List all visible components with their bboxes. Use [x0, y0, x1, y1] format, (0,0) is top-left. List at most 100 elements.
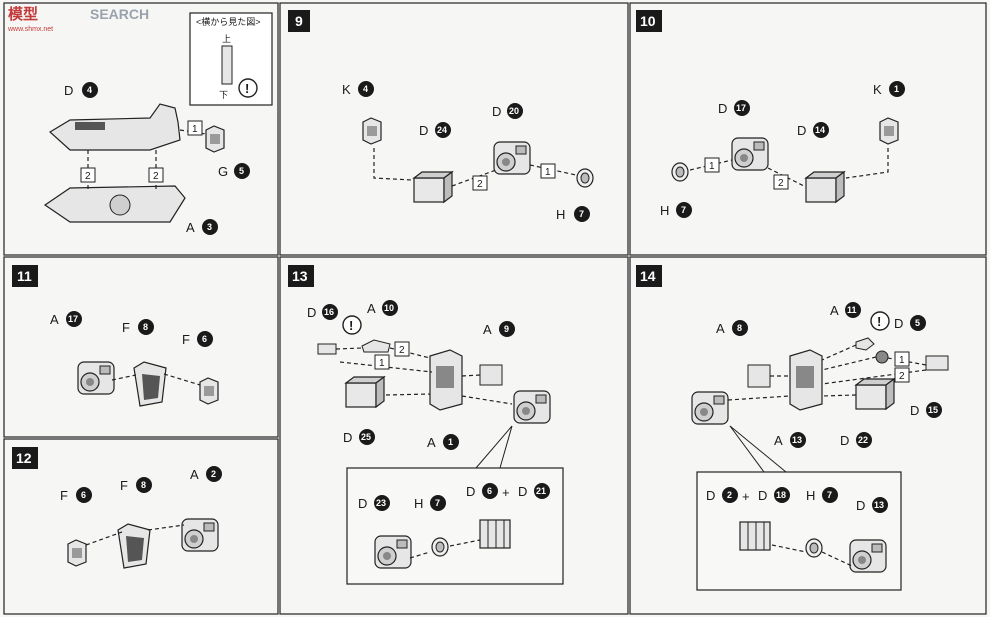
panel-step-8 [3, 2, 279, 256]
step-9: 9 2 1 K 4 D 24 D 20 H 7 [288, 10, 594, 222]
part-number: 8 [141, 480, 146, 490]
label-letter: A [830, 303, 839, 318]
part-d25 [345, 376, 385, 408]
part-number: 18 [776, 490, 786, 500]
seq-2-left-text: 2 [85, 171, 91, 182]
part-d5 [875, 350, 889, 364]
part-number-badge [774, 487, 790, 503]
part-d14 [805, 171, 845, 203]
part-number-badge [382, 300, 398, 316]
part-number: 4 [87, 85, 92, 95]
label-letter: F [120, 478, 128, 493]
part-number-badge [872, 497, 888, 513]
label-letter: H [414, 496, 423, 511]
part-number-badge [322, 304, 338, 320]
part-engine [691, 391, 729, 425]
part-k1 [879, 117, 899, 145]
step-number-badge [636, 10, 662, 32]
part-number: 13 [792, 435, 802, 445]
part-h7 [576, 168, 594, 188]
step-number-badge [12, 447, 38, 469]
label-letter: D [358, 496, 367, 511]
part-f8 [117, 523, 151, 569]
label-letter: D [466, 484, 475, 499]
part-a8 [747, 364, 771, 388]
seq-box [894, 367, 910, 383]
part-number-badge [435, 122, 451, 138]
step-10: 10 1 2 D 17 K 1 D 14 H 7 [636, 10, 905, 218]
seq-box [472, 175, 488, 191]
panel-step-10 [629, 2, 987, 256]
part-d23 [374, 535, 412, 569]
part-d16 [317, 343, 337, 355]
part-number-badge [206, 466, 222, 482]
watermark-brand: 模型 [8, 5, 38, 23]
label-letter: D [910, 403, 919, 418]
seq-text: 1 [545, 167, 551, 178]
part-number: 13 [874, 500, 884, 510]
part-number-badge [234, 163, 250, 179]
part-d15 [925, 355, 949, 371]
part-number-badge [889, 81, 905, 97]
label-letter: D [64, 83, 73, 98]
part-number: 7 [827, 490, 832, 500]
seq-text: 1 [379, 358, 385, 369]
part-number: 6 [202, 334, 207, 344]
part-f6 [67, 539, 87, 567]
part-number-badge [499, 321, 515, 337]
part-number-badge [138, 319, 154, 335]
seq-box [704, 157, 720, 173]
hull-vent [75, 122, 105, 130]
hull-upper-d4 [48, 103, 181, 151]
part-number: 8 [143, 322, 148, 332]
part-number: 4 [363, 84, 368, 94]
part-number-badge [910, 315, 926, 331]
part-number: 1 [894, 84, 899, 94]
plus-sign: + [742, 489, 750, 504]
callout-line [499, 425, 513, 469]
part-number-badge [197, 331, 213, 347]
caution-icon [238, 78, 258, 98]
part-number: 25 [361, 432, 371, 442]
caution-icon [870, 311, 890, 331]
seq-box [374, 354, 390, 370]
part-h7 [805, 538, 823, 558]
step-number-badge [636, 265, 662, 287]
label-letter: A [50, 312, 59, 327]
part-number-badge [374, 495, 390, 511]
seq-text: 2 [899, 371, 905, 382]
part-d22 [855, 378, 895, 410]
plus-sign: + [502, 485, 510, 500]
label-letter: D [492, 104, 501, 119]
seq-text: 2 [477, 179, 483, 190]
step-number: 10 [640, 13, 656, 29]
side-view-note-bottom: 下 [219, 90, 228, 100]
part-number-badge [534, 483, 550, 499]
callout-line [729, 425, 787, 473]
label-letter: D [518, 484, 527, 499]
part-number-badge [732, 320, 748, 336]
part-number: 17 [68, 314, 78, 324]
part-a13-socket [796, 366, 814, 388]
part-a1-socket [436, 366, 454, 388]
step-13: 13 ! 2 1 [288, 265, 564, 585]
label-letter: D [307, 305, 316, 320]
label-letter: K [342, 82, 351, 97]
part-number: 2 [211, 469, 216, 479]
part-number-badge [202, 219, 218, 235]
label-letter: A [186, 220, 195, 235]
label-letter: D [894, 316, 903, 331]
part-number: 17 [736, 103, 746, 113]
part-number: 14 [815, 125, 825, 135]
seq-2-left [80, 167, 96, 183]
part-number: 23 [376, 498, 386, 508]
panel-step-9 [279, 2, 629, 256]
part-number: 22 [858, 435, 868, 445]
caution-icon-mark: ! [245, 81, 249, 96]
part-number-badge [790, 432, 806, 448]
part-f6 [199, 377, 219, 405]
part-h7 [671, 162, 689, 182]
part-number: 2 [727, 490, 732, 500]
part-d13 [849, 539, 887, 573]
part-number: 3 [207, 222, 212, 232]
